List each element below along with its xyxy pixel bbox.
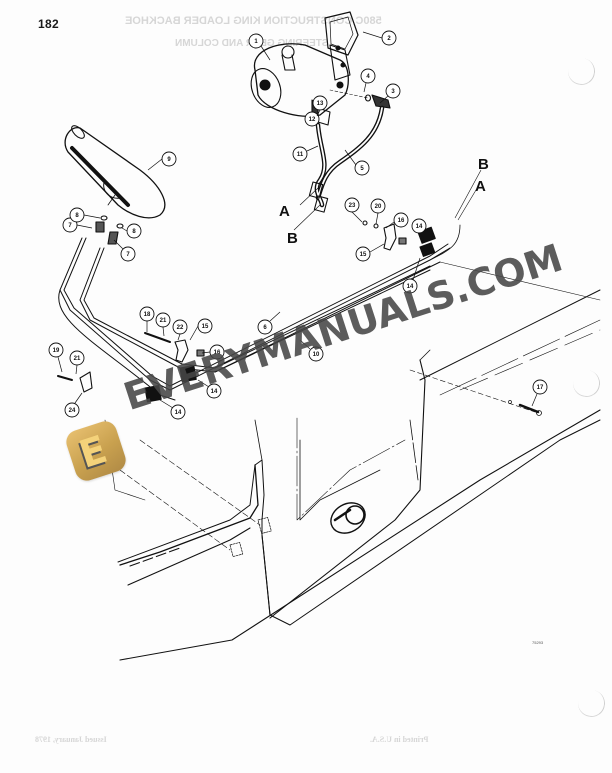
steering-gear-unit <box>250 43 369 117</box>
svg-text:8: 8 <box>132 229 136 235</box>
svg-text:19: 19 <box>53 348 60 354</box>
loader-frame <box>104 289 601 661</box>
steering-valve <box>64 125 166 219</box>
svg-text:14: 14 <box>416 224 423 230</box>
svg-text:14: 14 <box>407 284 414 290</box>
port-label-a-right: A <box>475 178 486 195</box>
svg-text:2: 2 <box>387 36 391 42</box>
svg-text:20: 20 <box>375 204 382 210</box>
svg-text:23: 23 <box>349 203 356 209</box>
svg-text:18: 18 <box>144 312 151 318</box>
figure-number: 75293 <box>532 640 544 645</box>
svg-text:8: 8 <box>75 213 79 219</box>
steel-tubes <box>58 224 601 401</box>
svg-text:6: 6 <box>263 325 267 331</box>
callout-labels: 1 2 3 4 5 6 7 7 8 8 9 10 11 12 13 14 14 … <box>53 36 544 416</box>
port-labels: A B B A <box>279 156 489 247</box>
page-number: 182 <box>38 17 59 31</box>
svg-text:7: 7 <box>126 252 130 258</box>
svg-text:5: 5 <box>360 166 364 172</box>
svg-text:16: 16 <box>214 350 221 356</box>
svg-text:15: 15 <box>360 252 367 258</box>
svg-text:7: 7 <box>68 223 72 229</box>
port-label-a-left: A <box>279 203 290 220</box>
svg-text:17: 17 <box>537 385 544 391</box>
svg-text:12: 12 <box>309 117 316 123</box>
svg-text:9: 9 <box>167 157 171 163</box>
svg-text:21: 21 <box>160 318 167 324</box>
svg-text:11: 11 <box>297 152 304 158</box>
svg-text:16: 16 <box>398 218 405 224</box>
svg-text:14: 14 <box>175 410 182 416</box>
svg-text:22: 22 <box>177 325 184 331</box>
port-label-b-right: B <box>478 156 489 173</box>
svg-text:21: 21 <box>74 356 81 362</box>
svg-text:14: 14 <box>211 389 218 395</box>
svg-text:4: 4 <box>366 74 370 80</box>
svg-text:24: 24 <box>69 408 76 414</box>
port-label-b-left: B <box>287 230 298 247</box>
svg-text:13: 13 <box>317 101 324 107</box>
svg-text:3: 3 <box>391 89 395 95</box>
callout-balloons <box>48 30 548 420</box>
svg-text:15: 15 <box>202 324 209 330</box>
svg-text:10: 10 <box>313 352 320 358</box>
svg-text:1: 1 <box>254 39 258 45</box>
gasket <box>324 11 359 56</box>
